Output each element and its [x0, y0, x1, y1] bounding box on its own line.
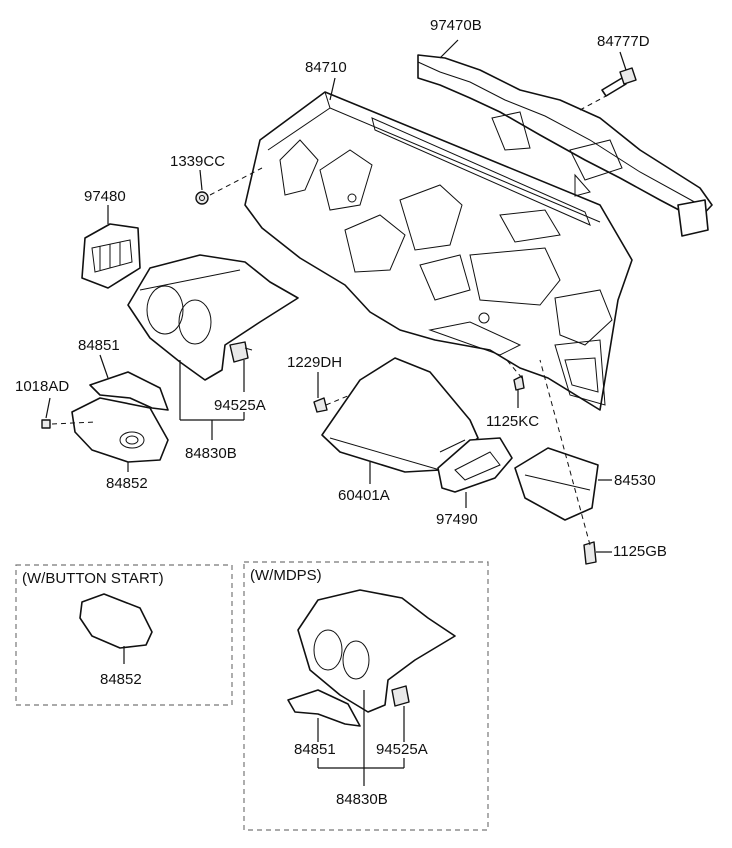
label-97490: 97490	[436, 511, 478, 528]
inset-cover-84852	[79, 593, 153, 664]
label-1018AD: 1018AD	[15, 378, 69, 395]
bolt-84777D	[601, 67, 637, 97]
cluster-housing-84830B	[127, 254, 299, 381]
inset-box-button-start	[15, 564, 233, 706]
label-84830B: 84830B	[185, 445, 237, 462]
cover-84851	[89, 371, 169, 411]
labels: 97470B 84777D 84710 1339CC 97480 84851 1…	[15, 17, 667, 808]
label-60401A: 60401A	[338, 487, 390, 504]
inset-box-mdps	[243, 561, 489, 831]
label-84530: 84530	[614, 472, 656, 489]
inset-label-84830B: 84830B	[336, 791, 388, 808]
vent-97480	[81, 223, 141, 289]
inset-label-84851: 84851	[294, 741, 336, 758]
label-1125GB: 1125GB	[613, 543, 667, 560]
glovebox-60401A	[321, 357, 479, 473]
label-94525A: 94525A	[214, 397, 266, 414]
cover-84852	[71, 397, 169, 463]
bolt-1125GB	[583, 541, 597, 565]
airbag-84530	[514, 447, 599, 521]
inset-label-84852: 84852	[100, 671, 142, 688]
dashboard-panel-84710	[244, 91, 633, 411]
inset-mdps-housing	[287, 589, 456, 786]
label-1339CC: 1339CC	[170, 153, 225, 170]
label-97480: 97480	[84, 188, 126, 205]
label-84777D: 84777D	[597, 33, 650, 50]
label-1229DH: 1229DH	[287, 354, 342, 371]
duct-97470B	[417, 54, 713, 237]
inset-title-mdps: (W/MDPS)	[250, 567, 322, 584]
label-84851: 84851	[78, 337, 120, 354]
label-84710: 84710	[305, 59, 347, 76]
label-84852: 84852	[106, 475, 148, 492]
label-97470B: 97470B	[430, 17, 482, 34]
label-1125KC: 1125KC	[486, 413, 539, 430]
switch-94525A	[229, 341, 253, 363]
inset-title-button-start: (W/BUTTON START)	[22, 570, 164, 587]
bolt-1125KC	[513, 375, 525, 391]
inset-label-94525A: 94525A	[376, 741, 428, 758]
leader-lines	[45, 39, 627, 553]
bolt-1229DH	[313, 397, 328, 413]
vent-97490	[437, 437, 513, 493]
screw-1018AD	[41, 419, 51, 429]
nut-1339CC	[195, 191, 209, 205]
